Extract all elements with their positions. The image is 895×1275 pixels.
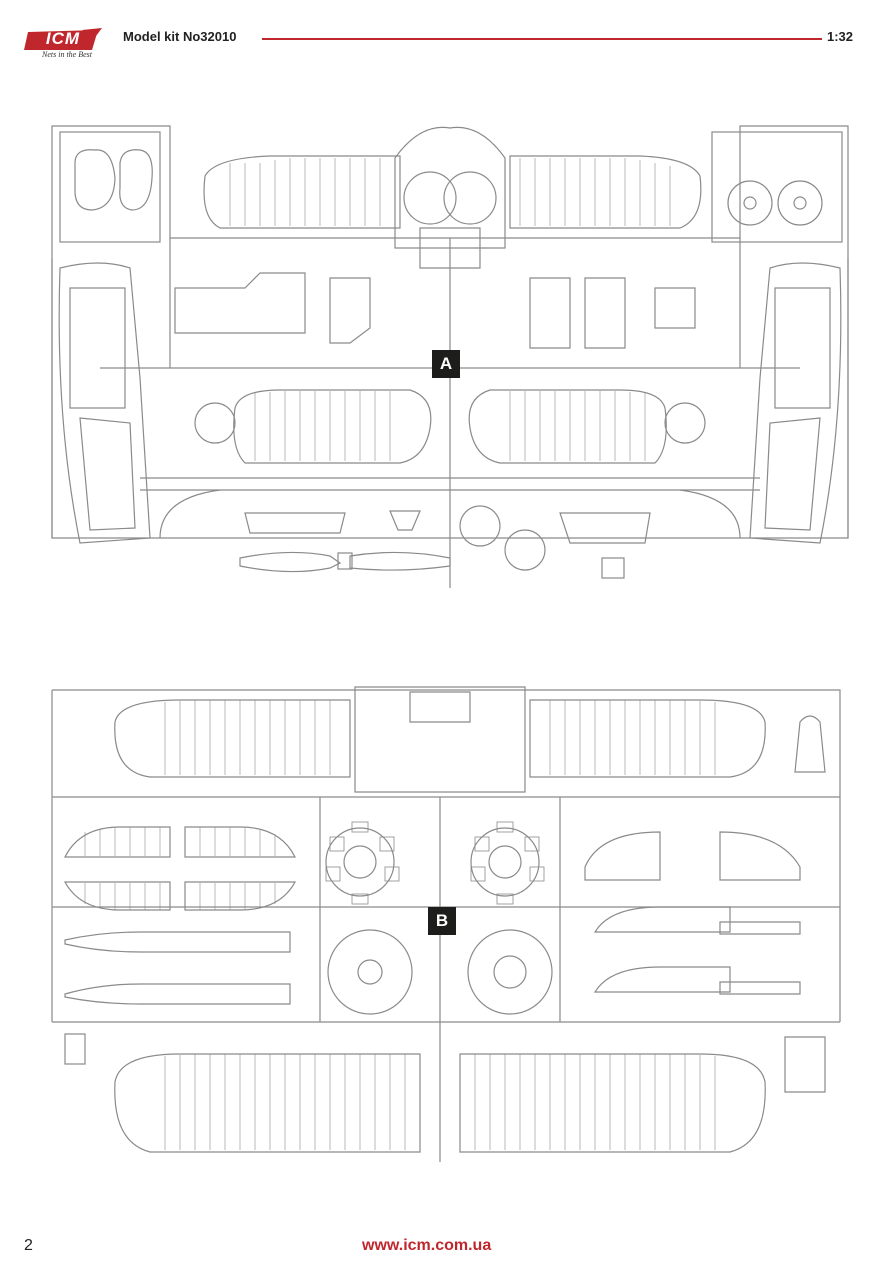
icm-logo: ICM Nets in the Best	[22, 28, 104, 64]
sprue-a-diagram: A	[40, 118, 860, 618]
sprue-b-label: B	[428, 907, 456, 935]
page-header: ICM Nets in the Best Model kit No32010 1…	[0, 0, 895, 70]
sprue-b-diagram: B	[40, 682, 860, 1162]
page-number: 2	[24, 1237, 33, 1254]
model-scale: 1:32	[827, 29, 854, 44]
sprue-a-label: A	[432, 350, 460, 378]
header-divider	[262, 38, 822, 40]
logo-text: ICM	[45, 29, 81, 48]
sprue-a-frame	[51, 125, 849, 539]
logo-tagline: Nets in the Best	[42, 50, 92, 59]
logo-badge-icon	[24, 28, 102, 50]
sprue-b-frame	[51, 689, 841, 1023]
website-link[interactable]: www.icm.com.ua	[362, 1237, 492, 1254]
model-title: Model kit No32010	[123, 29, 237, 44]
